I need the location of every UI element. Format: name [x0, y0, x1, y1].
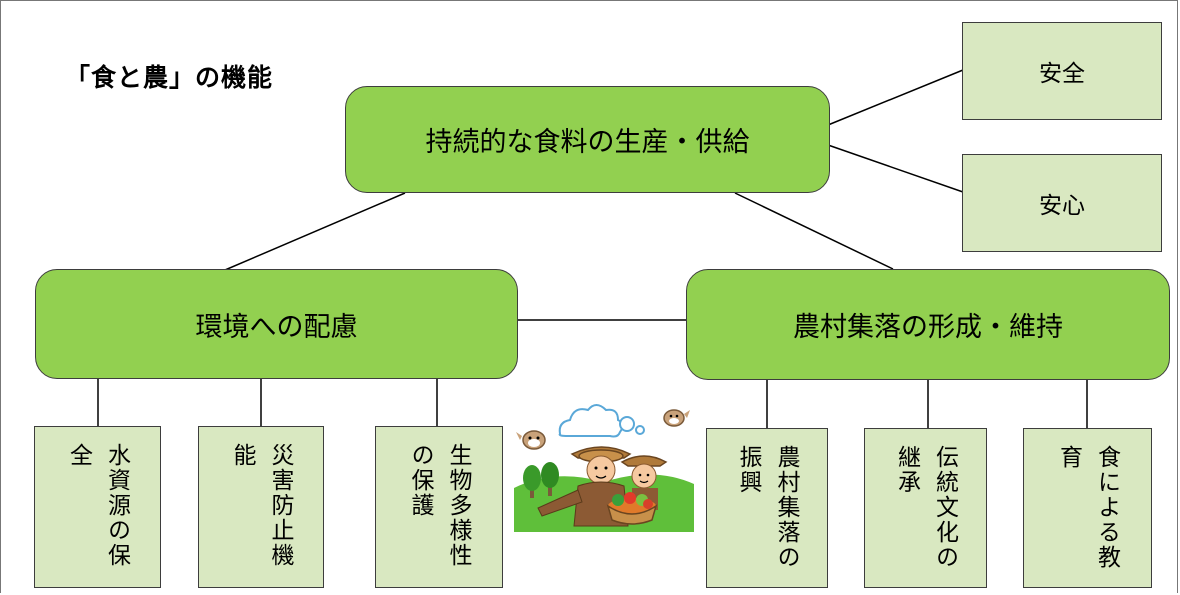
bird-icon-left: [516, 430, 546, 450]
anzen-label: 安全: [1039, 61, 1085, 87]
leaf-disaster-prevention-label: 災害防止機能: [229, 443, 293, 568]
tree-icon: [523, 462, 559, 498]
village-node-label: 農村集落の形成・維持: [793, 312, 1063, 343]
leaf-village-promotion-label: 農村集落の振興: [735, 445, 799, 570]
village-node: 農村集落の形成・維持: [686, 269, 1170, 380]
leaf-biodiversity: 生物多様性の保護: [375, 426, 503, 588]
connector-root-left: [224, 192, 406, 271]
environment-node-label: 環境への配慮: [195, 311, 358, 343]
leaf-water-conservation-label: 水資源の保全: [65, 443, 130, 568]
leaf-village-promotion: 農村集落の振興: [706, 428, 828, 588]
leaf-tradition-label: 伝統文化の継承: [893, 445, 958, 570]
leaf-food-education: 食による教育: [1023, 428, 1152, 588]
connector-root-anzen: [827, 69, 964, 126]
cloud-icon: [558, 404, 645, 438]
anshin-box: 安心: [962, 154, 1162, 252]
leaf-biodiversity-label: 生物多様性の保護: [407, 443, 471, 568]
child-figure: [620, 455, 668, 510]
connector-root-right: [734, 192, 894, 270]
connector-root-anshin: [827, 144, 964, 193]
anzen-box: 安全: [962, 22, 1162, 120]
root-node-label: 持続的な食料の生産・供給: [425, 127, 750, 158]
leaf-tradition: 伝統文化の継承: [864, 428, 987, 588]
anshin-label: 安心: [1039, 193, 1085, 219]
vegetable-basket-icon: [606, 492, 658, 525]
leaf-disaster-prevention: 災害防止機能: [198, 426, 324, 588]
environment-node: 環境への配慮: [35, 269, 518, 379]
diagram-title: 「食と農」の機能: [65, 63, 274, 92]
bird-icon-right: [663, 409, 690, 427]
root-node: 持続的な食料の生産・供給: [345, 86, 830, 193]
farmer-illustration: [514, 404, 694, 532]
leaf-food-education-label: 食による教育: [1055, 445, 1120, 570]
leaf-water-conservation: 水資源の保全: [34, 426, 161, 588]
